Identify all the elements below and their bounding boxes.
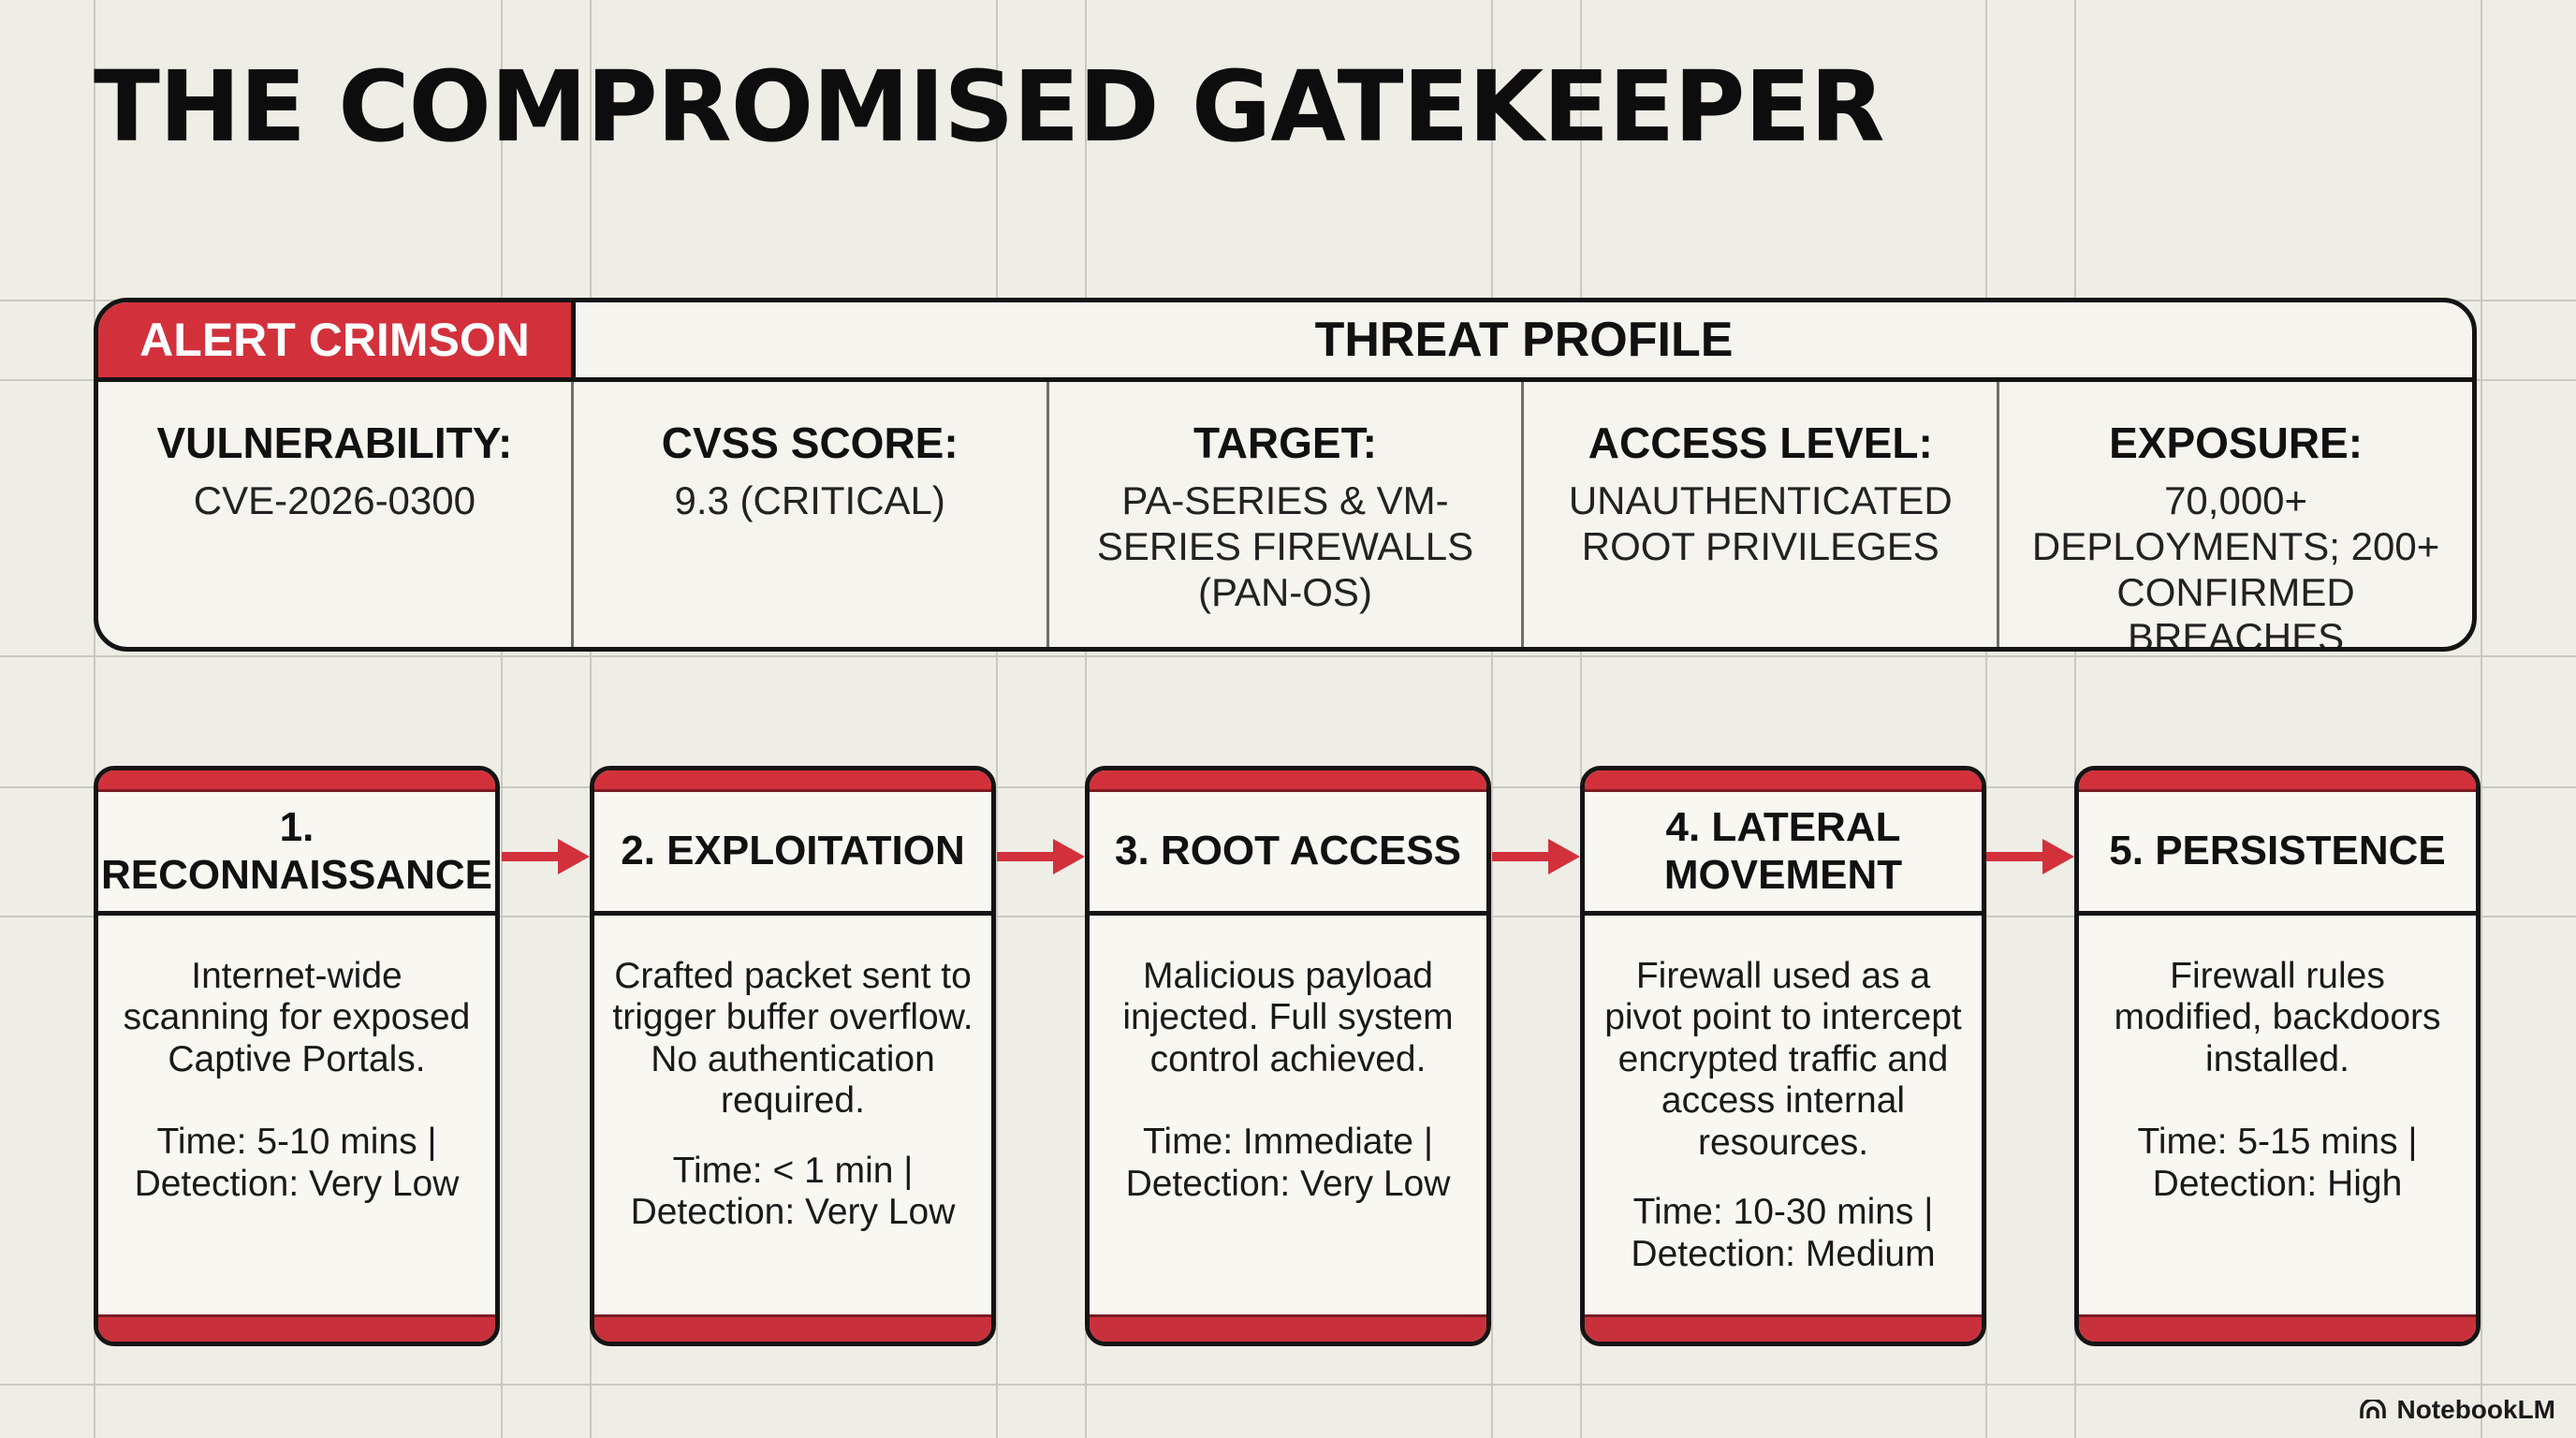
grid-line [1985,0,1987,1438]
threat-profile-title: THREAT PROFILE [576,302,2472,382]
stage-card-root-access: 3. ROOT ACCESS Malicious payload injecte… [1085,766,1491,1346]
alert-badge: ALERT CRIMSON [98,302,576,382]
stage-meta: Time: 10-30 mins | Detection: Medium [1631,1192,1936,1274]
stage-description: Firewall used as a pivot point to interc… [1604,956,1962,1163]
arrow-right-icon [997,839,1085,874]
profile-label: EXPOSURE: [2109,418,2364,467]
profile-value: 70,000+ DEPLOYMENTS; 200+ CONFIRMED BREA… [2031,478,2440,652]
grid-line [501,0,503,1438]
grid-line [1491,0,1493,1438]
profile-value: PA-SERIES & VM-SERIES FIREWALLS (PAN-OS) [1096,478,1474,614]
stage-title: 5. PERSISTENCE [2079,792,2476,916]
stage-card-exploitation: 2. EXPLOITATION Crafted packet sent to t… [590,766,996,1346]
profile-vulnerability: VULNERABILITY: CVE-2026-0300 [98,382,574,647]
threat-profile-panel: ALERT CRIMSON THREAT PROFILE VULNERABILI… [94,298,2477,652]
grid-line [0,1384,2576,1386]
page-title: THE COMPROMISED GATEKEEPER [94,50,1885,164]
profile-value: UNAUTHENTICATED ROOT PRIVILEGES [1568,478,1953,568]
profile-target: TARGET: PA-SERIES & VM-SERIES FIREWALLS … [1049,382,1525,647]
profile-access-level: ACCESS LEVEL: UNAUTHENTICATED ROOT PRIVI… [1524,382,2000,647]
grid-line [94,0,95,1438]
stage-title: 3. ROOT ACCESS [1090,792,1486,916]
grid-line [2074,0,2076,1438]
stage-description: Crafted packet sent to trigger buffer ov… [612,956,973,1122]
profile-label: VULNERABILITY: [156,418,513,467]
stage-title: 2. EXPLOITATION [594,792,991,916]
stage-meta: Time: Immediate | Detection: Very Low [1125,1122,1451,1204]
grid-line [996,0,998,1438]
brand-watermark: NotebookLM [2359,1395,2555,1425]
stage-description: Malicious payload injected. Full system … [1122,956,1454,1079]
stage-meta: Time: 5-15 mins | Detection: High [2137,1122,2418,1204]
profile-cvss-score: CVSS SCORE: 9.3 (CRITICAL) [574,382,1049,647]
stage-meta: Time: < 1 min | Detection: Very Low [630,1150,956,1233]
stage-description: Internet-wide scanning for exposed Capti… [123,956,471,1079]
profile-label: TARGET: [1193,418,1377,467]
grid-line [1580,0,1582,1438]
grid-line [0,655,2576,657]
grid-line [590,0,592,1438]
arrow-right-icon [1492,839,1580,874]
stage-title: 4. LATERAL MOVEMENT [1585,792,1982,916]
profile-label: ACCESS LEVEL: [1588,418,1933,467]
profile-value: 9.3 (CRITICAL) [674,478,945,523]
grid-line [2481,0,2482,1438]
brand-label: NotebookLM [2396,1395,2555,1424]
profile-label: CVSS SCORE: [661,418,959,467]
stage-card-persistence: 5. PERSISTENCE Firewall rules modified, … [2074,766,2481,1346]
arrow-right-icon [502,839,590,874]
stage-description: Firewall rules modified, backdoors insta… [2114,956,2441,1079]
stage-title: 1. RECONNAISSANCE [98,792,495,916]
grid-line [1085,0,1087,1438]
notebooklm-logo-icon [2360,1400,2387,1418]
arrow-right-icon [1986,839,2074,874]
stage-meta: Time: 5-10 mins | Detection: Very Low [134,1122,460,1204]
profile-value: CVE-2026-0300 [193,478,476,523]
profile-exposure: EXPOSURE: 70,000+ DEPLOYMENTS; 200+ CONF… [1999,382,2472,647]
stage-card-lateral-movement: 4. LATERAL MOVEMENT Firewall used as a p… [1580,766,1986,1346]
stage-card-reconnaissance: 1. RECONNAISSANCE Internet-wide scanning… [94,766,500,1346]
